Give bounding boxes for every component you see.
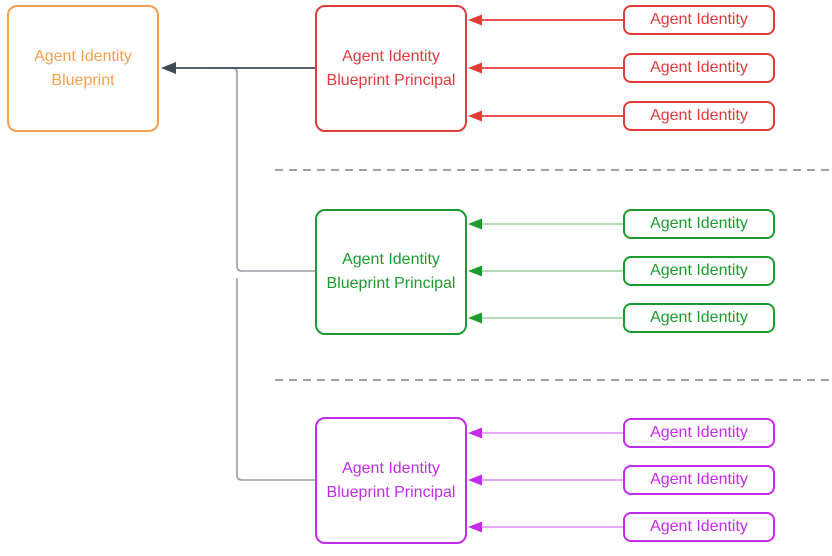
node-label: Agent Identity Blueprint Principal	[326, 47, 456, 89]
node-green-agent-identity-2: Agent Identity	[623, 256, 775, 286]
edge-purple-principal-to-blueprint	[236, 278, 315, 481]
node-purple-agent-identity-1: Agent Identity	[623, 418, 775, 448]
node-label: Agent Identity	[650, 518, 748, 535]
arrowhead-into-blueprint	[161, 62, 176, 74]
node-red-agent-identity-3: Agent Identity	[623, 101, 775, 131]
node-label: Agent Identity	[650, 309, 748, 326]
node-green-agent-identity-3: Agent Identity	[623, 303, 775, 333]
node-red-agent-identity-2: Agent Identity	[623, 53, 775, 83]
node-purple-agent-identity-3: Agent Identity	[623, 512, 775, 542]
node-label: Agent Identity Blueprint	[34, 47, 132, 89]
node-label: Agent Identity	[650, 59, 748, 76]
arrowhead-red-2	[468, 62, 482, 74]
node-label: Agent Identity	[650, 262, 748, 279]
node-label: Agent Identity	[650, 107, 748, 124]
node-label: Agent Identity Blueprint Principal	[326, 251, 456, 292]
arrowhead-green-2	[468, 265, 482, 277]
node-label: Agent Identity	[650, 215, 748, 232]
node-agent-identity-blueprint: Agent Identity Blueprint	[7, 5, 159, 132]
node-label: Agent Identity	[650, 424, 748, 441]
node-purple-blueprint-principal: Agent Identity Blueprint Principal	[315, 417, 467, 544]
arrowhead-green-1	[468, 218, 482, 230]
arrowhead-green-3	[468, 312, 482, 324]
arrowhead-red-1	[468, 14, 482, 26]
node-label: Agent Identity	[650, 11, 748, 28]
node-red-blueprint-principal: Agent Identity Blueprint Principal	[315, 5, 467, 132]
node-label: Agent Identity	[650, 471, 748, 488]
node-red-agent-identity-1: Agent Identity	[623, 5, 775, 35]
edge-green-principal-to-blueprint	[210, 67, 315, 272]
node-green-blueprint-principal: Agent Identity Blueprint Principal	[315, 209, 467, 335]
arrowhead-purple-2	[468, 474, 482, 486]
arrowhead-red-3	[468, 110, 482, 122]
arrowhead-purple-3	[468, 521, 482, 533]
node-green-agent-identity-1: Agent Identity	[623, 209, 775, 239]
node-purple-agent-identity-2: Agent Identity	[623, 465, 775, 495]
arrowhead-purple-1	[468, 427, 482, 439]
node-label: Agent Identity Blueprint Principal	[326, 459, 456, 501]
